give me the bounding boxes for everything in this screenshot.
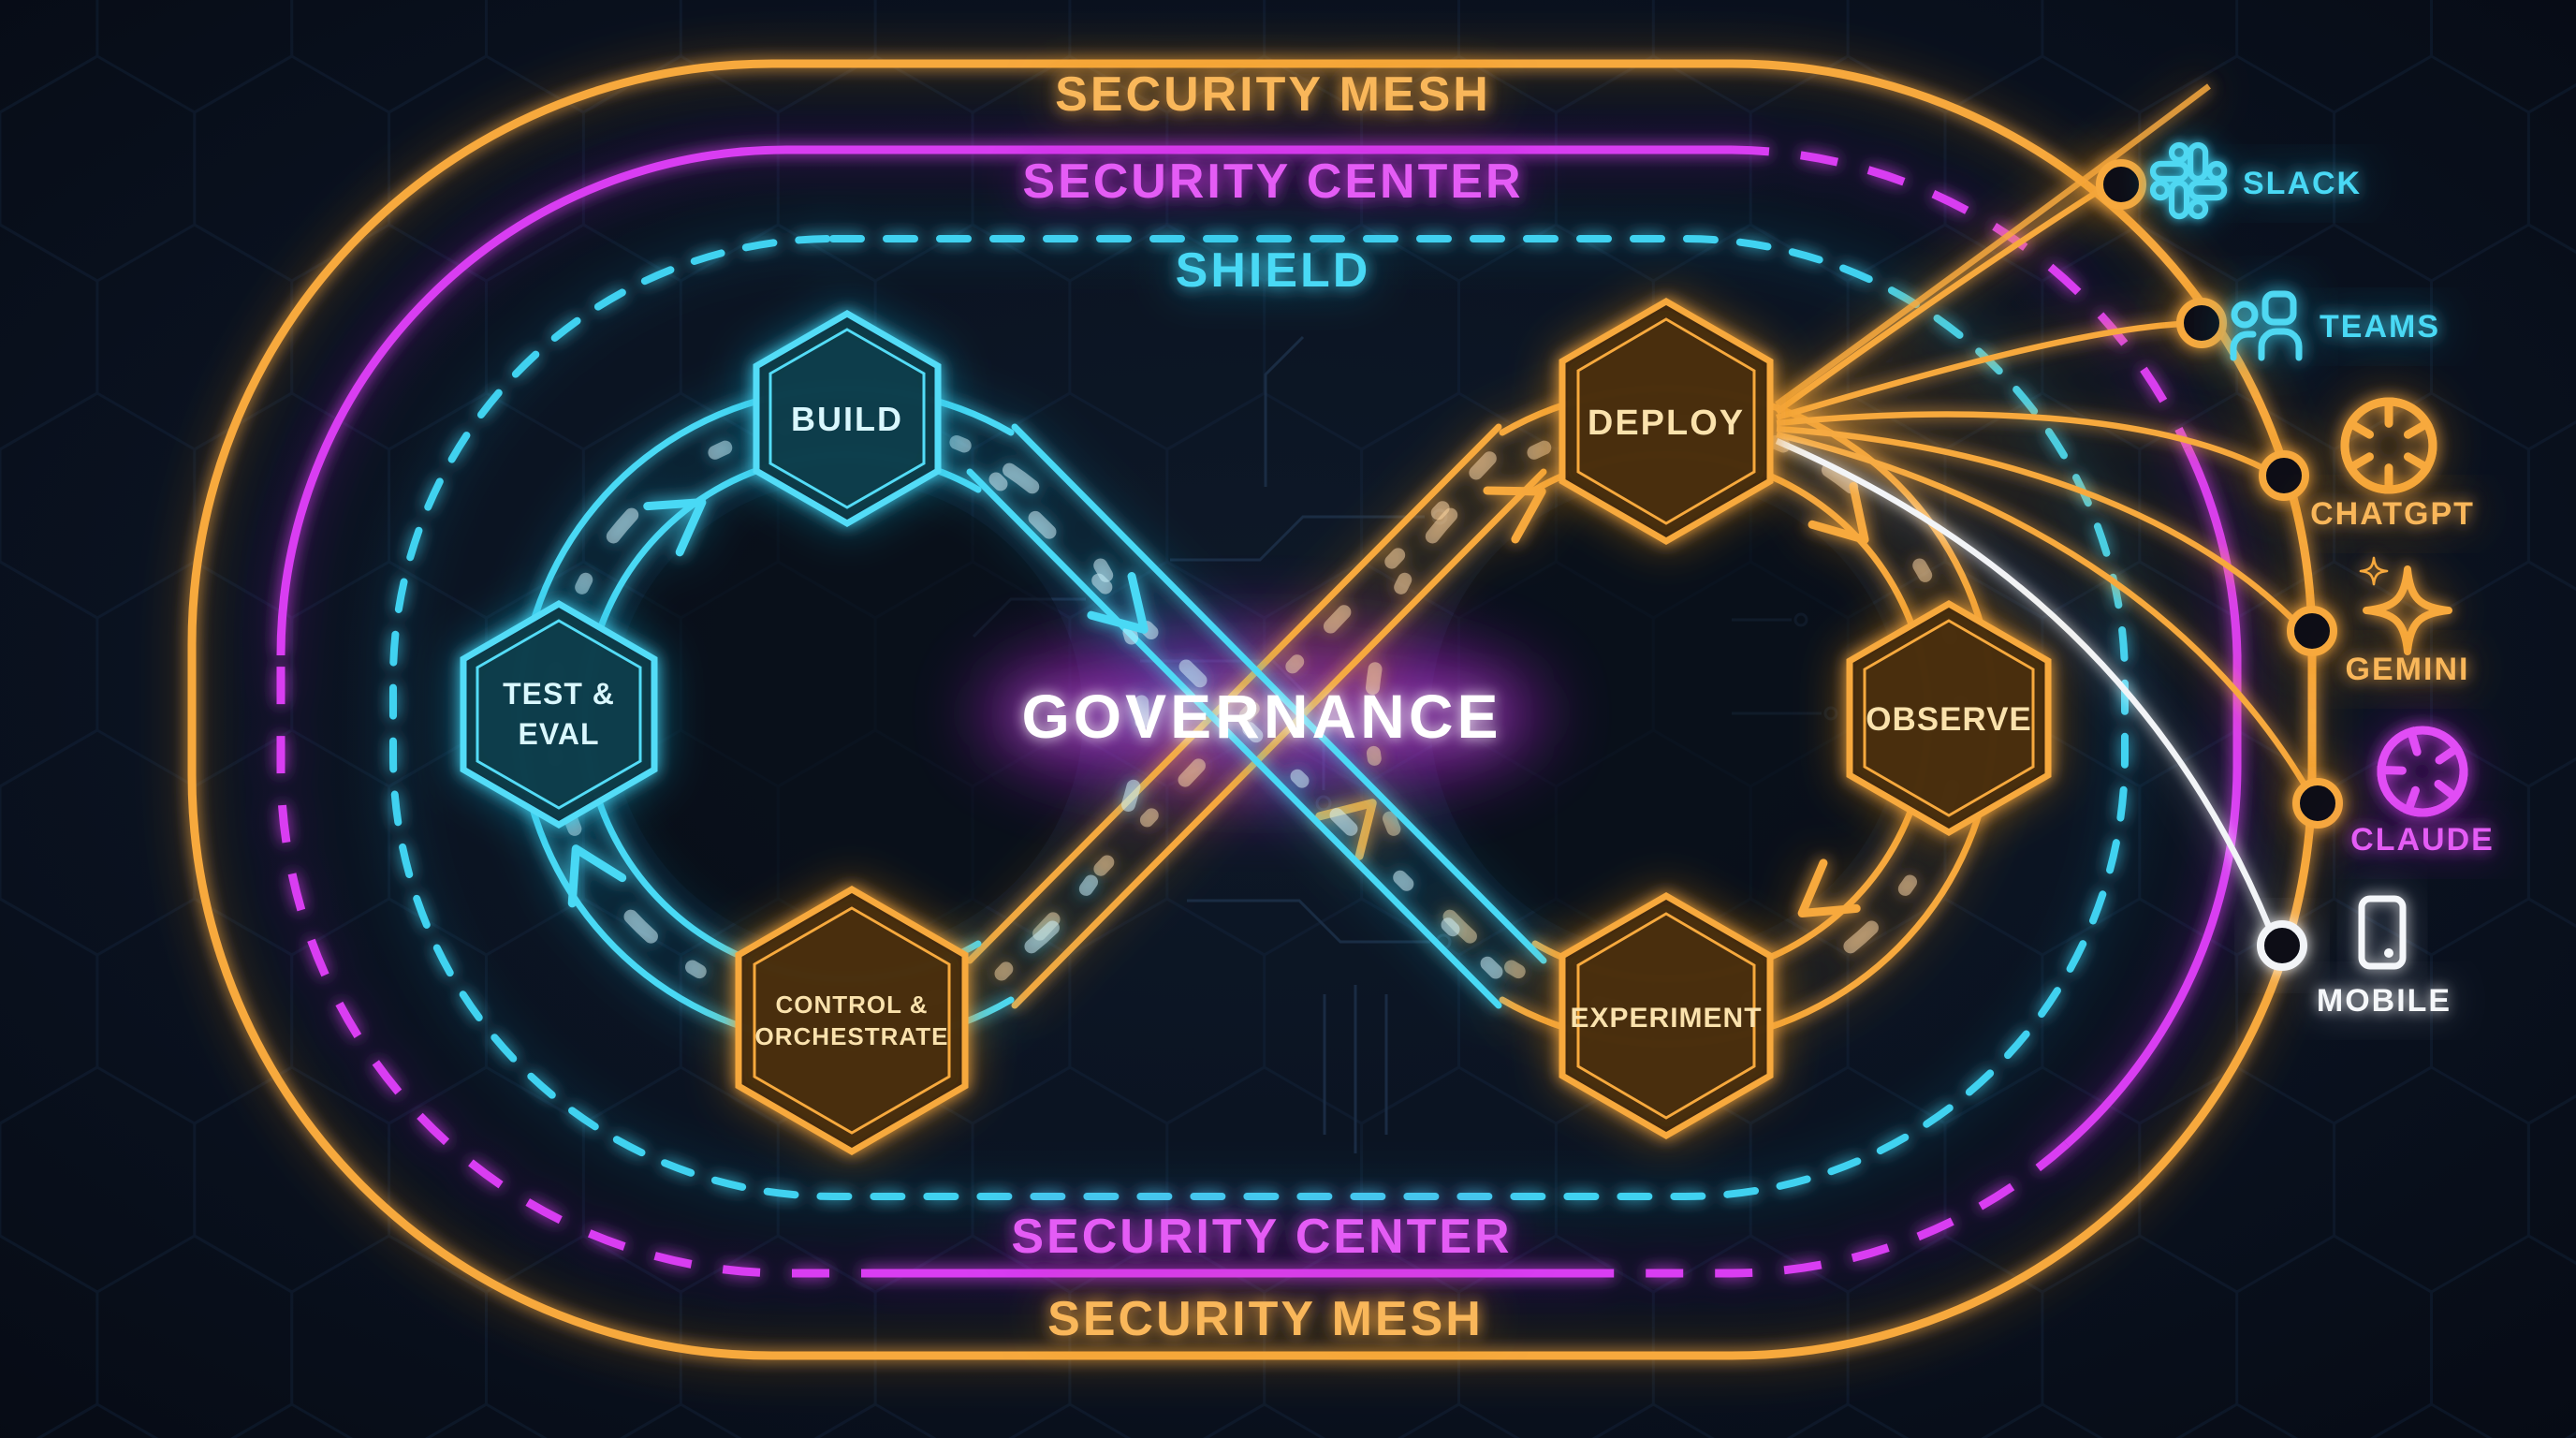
connector-ring-teams [2176,298,2227,348]
integration-slack: SLACK [2149,141,2362,220]
slack-label: SLACK [2243,166,2362,201]
node-build: BUILD [753,309,942,528]
orange-diagonal-particles [994,433,1515,981]
node-experiment: EXPERIMENT [1559,891,1774,1140]
fan-line-mobile [1775,438,2273,929]
left-loop-interior [611,480,1083,952]
node-test-eval-label-line1: TEST & [503,677,615,711]
connector-ring-mobile [2257,920,2307,971]
right-loop-interior [1430,480,1902,952]
connector-ring-claude [2292,778,2343,829]
node-observe: OBSERVE [1846,599,2052,837]
governance-label: GOVERNANCE [1021,682,1501,751]
node-observe-label: OBSERVE [1866,701,2032,738]
integration-fan-lines [1775,83,2343,971]
teams-icon [2230,290,2303,361]
slack-icon [2149,141,2228,220]
gemini-label: GEMINI [2346,652,2470,687]
node-control-orchestrate: CONTROL & ORCHESTRATE [735,885,969,1156]
connector-ring-slack [2096,159,2146,210]
node-control-orchestrate-label-line2: ORCHESTRATE [755,1022,949,1050]
connector-ring-chatgpt [2259,450,2309,501]
connector-ring-gemini [2287,606,2337,656]
integration-teams: TEAMS [2230,290,2440,361]
claude-label: CLAUDE [2350,822,2495,858]
node-experiment-label: EXPERIMENT [1570,1003,1762,1034]
integration-chatgpt: CHATGPT [2310,397,2475,532]
mobile-icon [2358,895,2407,970]
chatgpt-label: CHATGPT [2310,496,2475,532]
node-deploy-label: DEPLOY [1588,404,1745,443]
teams-label: TEAMS [2320,309,2440,345]
cyan-diagonal-particles [988,472,1503,979]
chatgpt-icon [2340,397,2437,494]
node-deploy: DEPLOY [1559,297,1774,546]
node-test-eval-label-line2: EVAL [519,717,600,751]
fan-line-chatgpt [1776,411,2265,471]
fan-line-teams [1776,320,2182,421]
claude-icon [2377,726,2468,817]
label-security-center-top: SECURITY CENTER [1022,154,1523,209]
node-test-eval: TEST & EVAL [460,599,658,829]
node-control-orchestrate-label-line1: CONTROL & [775,990,928,1019]
fan-line-gemini [1776,425,2296,623]
cyan-loop-particles [545,414,1149,1019]
label-security-mesh-top: SECURITY MESH [1055,67,1491,122]
label-security-mesh-bottom: SECURITY MESH [1047,1292,1484,1346]
integration-mobile: MOBILE [2317,895,2452,1019]
integration-gemini: GEMINI [2346,556,2470,687]
integration-claude: CLAUDE [2350,726,2495,858]
mobile-label: MOBILE [2317,983,2452,1019]
fan-line-claude [1776,431,2307,786]
fan-line-extra [1775,83,2211,407]
label-security-center-bottom: SECURITY CENTER [1011,1210,1512,1264]
node-build-label: BUILD [791,400,903,438]
label-shield: SHIELD [1176,243,1371,298]
fan-line-slack [1775,186,2103,415]
shield-ring [389,235,2129,1200]
governance-glow [981,633,1543,794]
cyan-flow-arrows [567,498,1149,908]
security-mesh-ring [187,59,2317,1360]
